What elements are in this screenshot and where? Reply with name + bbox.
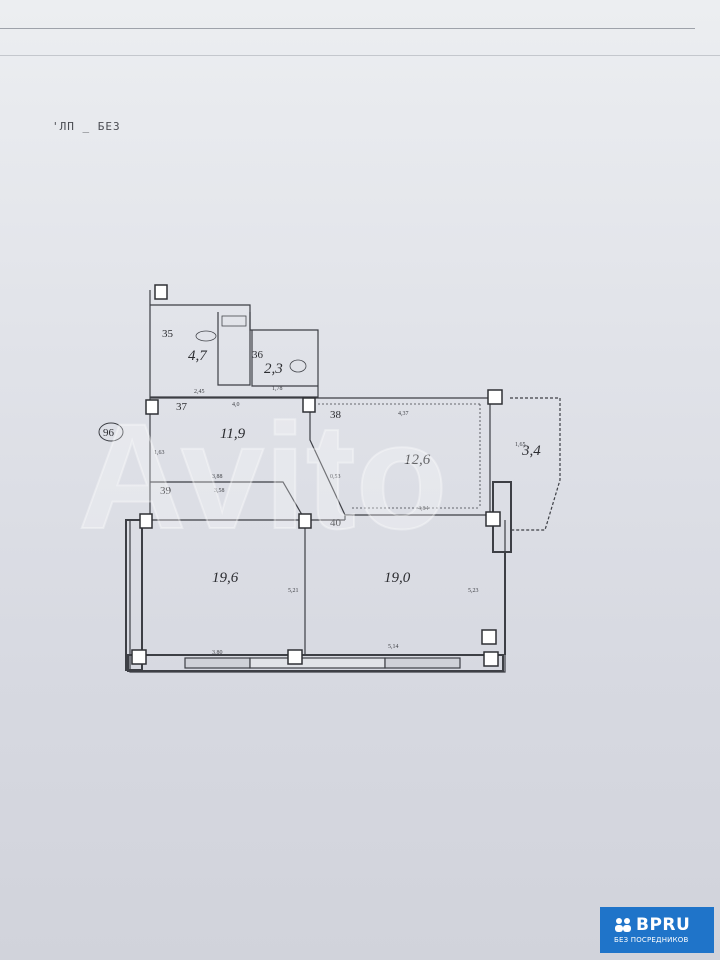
plan-column [298, 513, 312, 529]
plan-column [487, 389, 503, 405]
plan-column [287, 649, 303, 665]
dimension-label: 0,53 [330, 474, 341, 480]
plan-column [302, 397, 316, 413]
dimension-label: 3,88 [212, 474, 223, 480]
dimension-label: 3,80 [212, 650, 223, 656]
room-area-37: 11,9 [220, 426, 246, 442]
dimension-label: 2,45 [194, 389, 205, 395]
room-area-38: 12,6 [404, 452, 431, 468]
plan-column [481, 629, 497, 645]
plan-toilet [289, 359, 307, 373]
plan-column [139, 513, 153, 529]
dimension-label: 4,37 [398, 411, 409, 417]
bpru-badge: BPRU БЕЗ ПОСРЕДНИКОВ [600, 907, 714, 953]
dimension-label: 4,84 [418, 506, 429, 512]
room-number-35: 35 [162, 328, 174, 340]
plan-bottom-wall [127, 654, 504, 672]
room-area-40: 19,0 [384, 570, 411, 586]
dimension-label: 1,78 [272, 386, 283, 392]
room-number-37: 37 [176, 401, 188, 413]
plan-left-wall [125, 519, 143, 671]
plan-column [145, 399, 159, 415]
plan-column [131, 649, 147, 665]
dimension-label: 1,65 [515, 442, 526, 448]
document-header-label: 'ЛП _ БЕЗ [52, 120, 121, 133]
plan-outer-wall [129, 290, 506, 673]
plan-column [485, 511, 501, 527]
room-area-balcony: 3,4 [521, 443, 541, 459]
room-number-40: 40 [330, 517, 342, 529]
people-icon [614, 917, 632, 933]
room-number-39: 39 [160, 485, 172, 497]
dimension-label: 5,21 [288, 588, 299, 594]
paper-second-line [0, 55, 720, 56]
plan-axis-marker-circle [98, 422, 124, 442]
dimension-label: 5,23 [468, 588, 479, 594]
plan-column [483, 651, 499, 667]
plan-column [154, 284, 168, 300]
room-number-36: 36 [252, 349, 264, 361]
room-number-38: 38 [330, 409, 342, 421]
room-area-39: 19,6 [212, 570, 239, 586]
room-area-36: 2,3 [264, 361, 283, 377]
paper-top-line [0, 28, 695, 29]
plan-sink [221, 315, 247, 327]
plan-axis-marker: 96 [103, 427, 115, 439]
watermark-text: Avito [78, 400, 447, 560]
badge-title: BPRU [636, 915, 691, 935]
dimension-label: 5,14 [388, 644, 399, 650]
avito-watermark: Avito [78, 400, 448, 560]
dimension-label: 4,0 [232, 402, 240, 408]
plan-balcony [510, 397, 561, 531]
room-area-35: 4,7 [188, 348, 208, 364]
dimension-label: 3,58 [214, 488, 225, 494]
dimension-label: 1,63 [154, 450, 165, 456]
badge-subtitle: БЕЗ ПОСРЕДНИКОВ [614, 936, 689, 944]
